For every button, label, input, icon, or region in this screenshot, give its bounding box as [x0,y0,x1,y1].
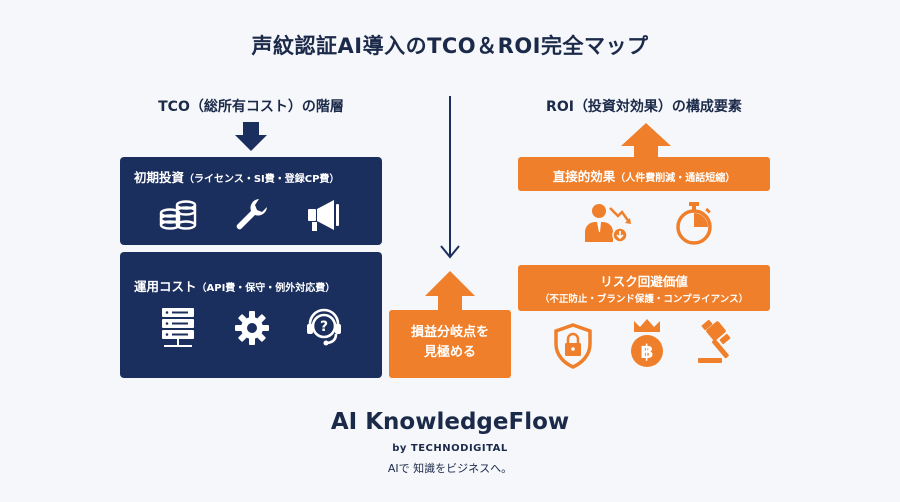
person-cost-down-icon [585,204,631,243]
support-headset-icon: ? [307,308,341,346]
tco-heading: TCO（総所有コスト）の階層 [158,99,344,115]
server-icon [162,308,194,347]
risk-avoidance-detail: （不正防止・ブランド保護・コンプライアンス） [539,294,749,305]
brand-tagline: AIで 知識をビジネスへ。 [387,462,513,475]
running-cost-detail: （API費・保守・例外対応費） [196,283,336,294]
svg-text:฿: ฿ [640,341,653,363]
stopwatch-icon [676,202,712,245]
brand-name: AI KnowledgeFlow [330,409,570,435]
risk-avoidance-box: リスク回避価値 （不正防止・ブランド保護・コンプライアンス） [518,265,770,311]
center-down-arrow [440,96,460,259]
breakeven-line-1: 損益分岐点を [410,325,489,340]
breakeven-box: 損益分岐点を 見極める [389,310,511,378]
running-cost-box: 運用コスト（API費・保守・例外対応費） [120,252,382,378]
direct-effect-detail: （人件費削減・通話短縮） [615,173,736,184]
initial-investment-box: 初期投資（ライセンス・SI費・登録CP費） [120,157,382,245]
breakeven-up-arrow [425,271,475,312]
running-cost-title: 運用コスト（API費・保守・例外対応費） [134,276,335,295]
breakeven-line-2: 見極める [423,345,476,360]
roi-up-arrow [621,123,671,158]
direct-effect-label: 直接的効果 [552,169,616,184]
tco-down-arrow [235,122,267,151]
page-title: 声紋認証AI導入のTCO＆ROI完全マップ [251,34,649,58]
initial-investment-label: 初期投資 [134,170,185,185]
crown-coin-icon: ฿ [631,319,663,367]
shield-lock-icon [554,323,592,369]
svg-text:?: ? [320,319,328,335]
gavel-icon [698,320,731,363]
initial-investment-detail: （ライセンス・SI費・登録CP費） [184,174,340,185]
direct-effect-box: 直接的効果（人件費削減・通話短縮） [518,157,770,191]
initial-investment-title: 初期投資（ライセンス・SI費・登録CP費） [134,167,339,186]
brand-by: by TECHNODIGITAL [392,443,508,454]
roi-heading: ROI（投資対効果）の構成要素 [546,99,742,115]
running-cost-label: 運用コスト [134,279,197,294]
risk-avoidance-title: リスク回避価値 [600,274,688,289]
coins-stack-icon [159,200,197,230]
wrench-icon [236,199,267,230]
megaphone-icon [308,200,339,231]
gear-icon [235,311,269,345]
direct-effect-title: 直接的効果（人件費削減・通話短縮） [518,166,770,185]
